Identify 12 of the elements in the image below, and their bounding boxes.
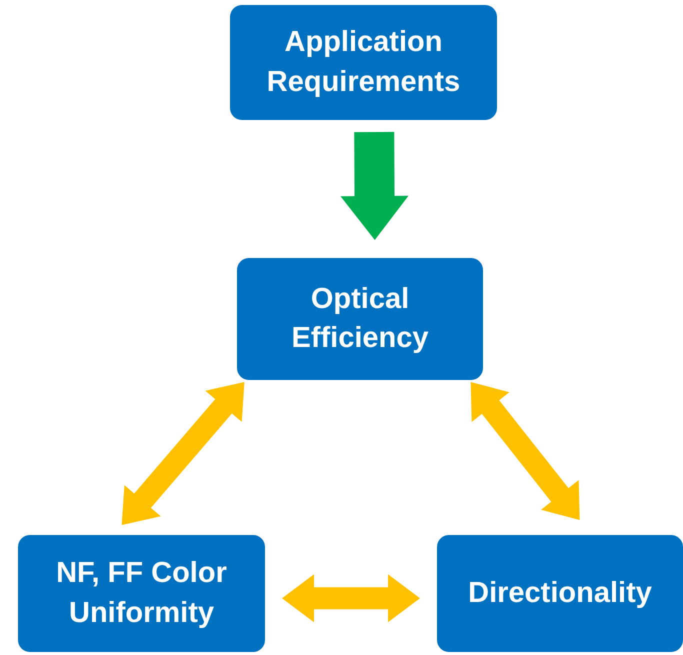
block-arrow (340, 132, 408, 240)
process-box (230, 5, 497, 120)
node-label: Directionality (468, 576, 652, 611)
process-box (237, 258, 483, 380)
double-arrow (470, 382, 580, 520)
double-arrow (282, 574, 420, 622)
process-box (18, 535, 265, 652)
double-arrow (122, 382, 244, 525)
node-label: Application Requirements (266, 25, 462, 100)
node-label: Optical Efficiency (290, 282, 430, 356)
node-label: NF, FF Color Uniformity (55, 556, 228, 630)
process-box (437, 535, 683, 652)
